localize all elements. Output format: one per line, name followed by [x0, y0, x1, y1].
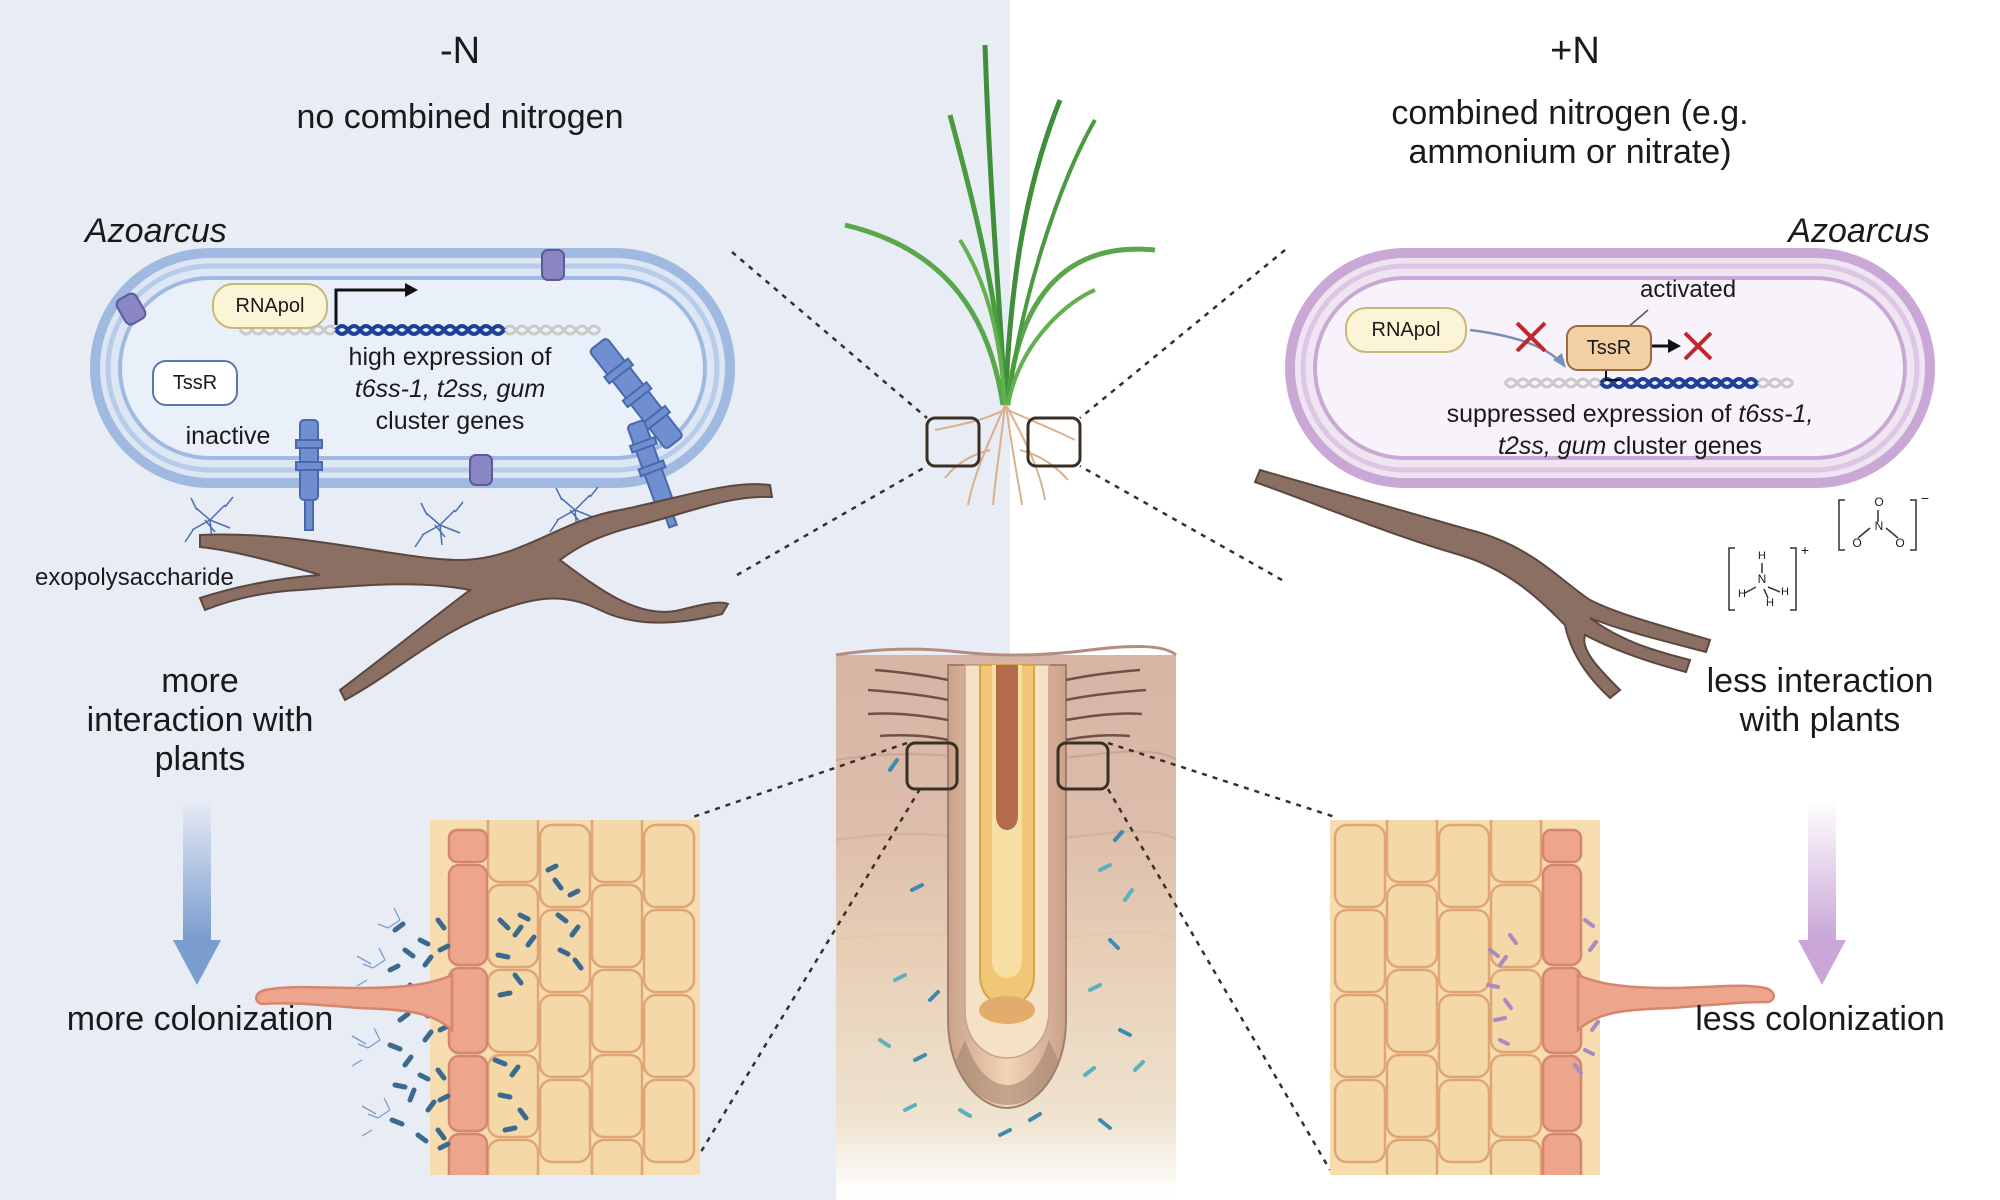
right-tssr-state: activated — [1640, 276, 1737, 303]
right-rnapol-badge: RNApol — [1345, 307, 1467, 353]
ammonium-h-right: H — [1781, 586, 1789, 598]
zoom-box-soil-left — [905, 741, 959, 791]
right-tssr-badge: TssR — [1566, 325, 1652, 371]
left-interaction-text: more interaction with plants — [86, 662, 314, 779]
secretion-system-icon — [589, 338, 683, 449]
plant-roots-icon — [934, 404, 1076, 506]
right-expression-line2: t2ss, gum cluster genes — [1400, 432, 1860, 461]
right-root-tissue — [1330, 820, 1600, 1175]
nitrate-o-left: O — [1852, 536, 1862, 550]
nitrate-o-right: O — [1895, 536, 1905, 550]
left-expression-line3: cluster genes — [375, 407, 525, 435]
grass-plant-icon — [844, 44, 1156, 406]
left-rnapol-badge: RNApol — [212, 283, 328, 329]
right-root-hair — [1576, 973, 1775, 1033]
left-tssr-state: inactive — [185, 422, 271, 450]
left-biofilm-eps — [351, 907, 401, 1137]
promoter-arrow-left — [334, 288, 405, 325]
right-condition-symbol: +N — [1550, 30, 1600, 72]
root-hairs — [867, 668, 1147, 742]
right-interaction-text: less interaction with plants — [1706, 662, 1934, 740]
right-expression-line1: suppressed expression of t6ss-1, — [1400, 400, 1860, 429]
exopolysaccharide-icon — [184, 486, 599, 548]
right-down-arrow — [1798, 800, 1846, 985]
left-root-hair — [255, 973, 454, 1033]
right-condition-description: combined nitrogen (e.g. ammonium or nitr… — [1391, 94, 1749, 172]
right-colonization-text: less colonization — [1695, 1000, 1945, 1038]
zoom-lines-top — [731, 249, 1286, 582]
ammonium-molecule-icon — [1728, 547, 1797, 611]
left-root-tissue — [430, 820, 700, 1175]
right-root-branch — [1253, 468, 1712, 700]
ammonium-n: N — [1757, 572, 1767, 586]
left-dna-strand — [238, 324, 602, 336]
nitrate-n: N — [1874, 519, 1884, 533]
inhibition-x-icon — [1515, 321, 1547, 353]
zoom-box-left-root — [925, 416, 981, 468]
zoom-box-soil-right — [1056, 741, 1110, 791]
zoom-box-right-root — [1026, 416, 1082, 468]
left-down-arrow — [173, 800, 221, 985]
right-expression-genes-1: t6ss-1, — [1738, 400, 1814, 428]
ammonium-h-left: H — [1738, 588, 1746, 600]
root-tip-icon — [947, 664, 1067, 1110]
secretion-system-icon — [295, 419, 323, 531]
nitrate-charge: − — [1920, 490, 1930, 506]
inhibition-x-icon — [1683, 331, 1713, 361]
left-tssr-badge: TssR — [152, 360, 238, 406]
nitrate-molecule-icon — [1838, 499, 1917, 551]
left-organism-label: Azoarcus — [85, 212, 227, 250]
left-colonization-text: more colonization — [66, 1000, 334, 1038]
left-condition-description: no combined nitrogen — [296, 98, 624, 136]
right-expression-genes-2: t2ss, gum — [1497, 432, 1607, 460]
right-dna-strand — [1503, 377, 1795, 389]
left-root-branch — [198, 483, 774, 702]
ammonium-h-bottom: H — [1766, 597, 1774, 609]
nitrate-o-top: O — [1874, 495, 1884, 509]
ammonium-h-top: H — [1758, 550, 1766, 562]
right-expression-suffix: cluster genes — [1606, 432, 1762, 460]
left-expression-line1: high expression of — [348, 343, 552, 371]
membrane-pore-icon — [115, 249, 565, 486]
left-condition-symbol: -N — [439, 30, 481, 72]
right-organism-label: Azoarcus — [1788, 212, 1930, 250]
zoom-lines-bottom — [688, 741, 1339, 1171]
left-expression-genes: t6ss-1, t2ss, gum — [354, 375, 546, 403]
right-expression-prefix: suppressed expression of — [1446, 400, 1739, 428]
ammonium-charge: + — [1800, 542, 1810, 558]
exopolysaccharide-label: exopolysaccharide — [35, 564, 234, 591]
